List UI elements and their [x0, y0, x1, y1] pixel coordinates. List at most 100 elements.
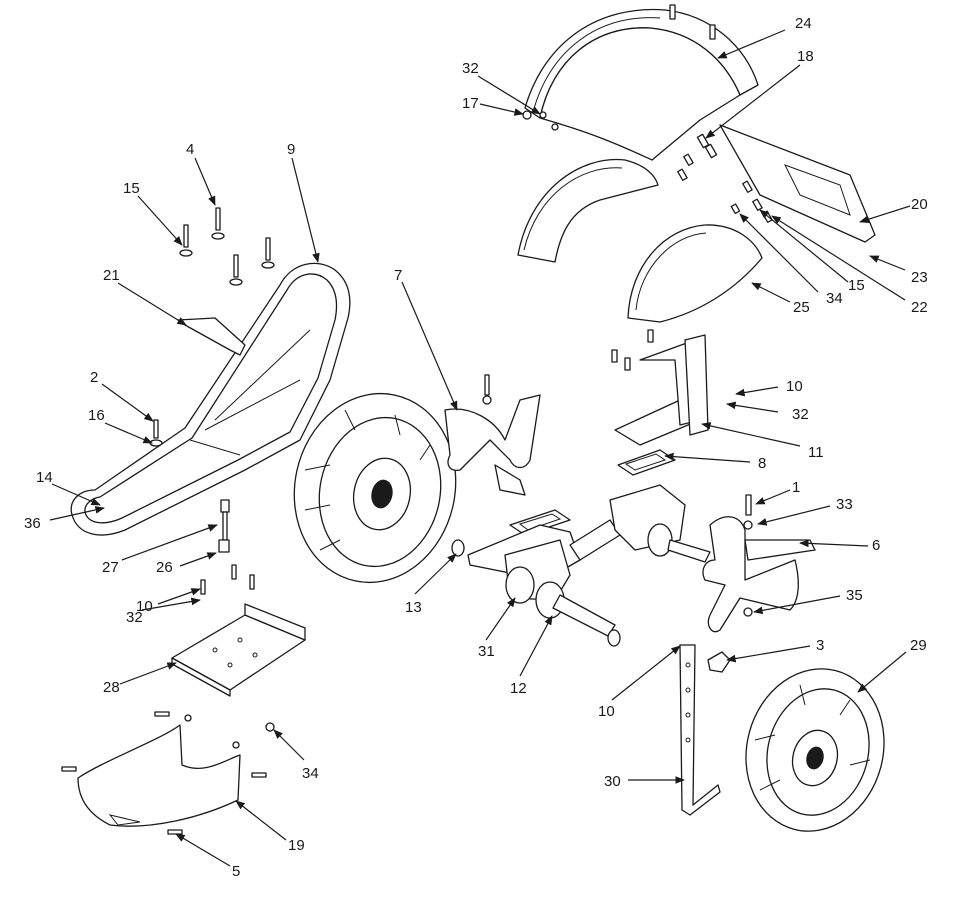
- leader-29: [857, 651, 907, 693]
- callout-10-mid: 10: [786, 378, 803, 395]
- leader-17: [479, 103, 524, 116]
- handle-brace-part: [177, 317, 246, 356]
- flap-plate-part: [719, 124, 876, 243]
- knob-part: [707, 651, 731, 673]
- callout-10-left: 10: [136, 598, 153, 615]
- callout-32-top: 32: [462, 60, 479, 77]
- wheel-left-part: [293, 392, 457, 584]
- leader-31: [485, 597, 516, 641]
- leader-33: [757, 505, 831, 526]
- callout-30: 30: [604, 773, 621, 790]
- leader-32-left: [141, 597, 201, 611]
- callout-13: 13: [405, 599, 422, 616]
- callout-21: 21: [103, 267, 120, 284]
- callout-24: 24: [795, 15, 812, 32]
- callout-18: 18: [797, 48, 814, 65]
- callout-15-left: 15: [123, 180, 140, 197]
- leader-3: [726, 645, 811, 663]
- callout-12: 12: [510, 680, 527, 697]
- handlebar-frame-part: [70, 262, 351, 536]
- wheel-right-part: [745, 668, 885, 832]
- tine-right-part: [702, 494, 816, 633]
- callout-11: 11: [808, 444, 824, 461]
- leader-26: [179, 552, 217, 567]
- drag-bar-part: [679, 644, 721, 816]
- callout-28: 28: [103, 679, 120, 696]
- leader-19: [235, 800, 287, 841]
- leader-13: [414, 553, 457, 595]
- callout-34-top: 34: [826, 290, 843, 307]
- leader-12: [519, 615, 553, 677]
- callout-17: 17: [462, 95, 479, 112]
- side-fender-left-part: [517, 158, 659, 263]
- leader-10-mid: [735, 386, 779, 397]
- side-fender-right-part: [627, 224, 763, 323]
- callout-1: 1: [792, 479, 800, 496]
- leader-36: [49, 506, 105, 521]
- callout-20: 20: [911, 196, 928, 213]
- callout-34-bottom: 34: [302, 765, 319, 782]
- leader-4: [194, 157, 216, 206]
- leader-2: [101, 383, 154, 422]
- mount-bracket-part: [611, 329, 709, 446]
- leader-5: [175, 833, 231, 867]
- leader-21: [117, 282, 187, 326]
- leader-20: [859, 205, 911, 224]
- callout-10-bottom: 10: [598, 703, 615, 720]
- leader-7: [401, 281, 458, 411]
- leader-lines: [49, 29, 911, 867]
- leader-8: [664, 452, 751, 463]
- leader-32-top: [477, 75, 541, 115]
- transmission-part: [451, 484, 711, 647]
- leader-10-left: [157, 588, 201, 605]
- callout-32-mid: 32: [792, 406, 809, 423]
- callout-16: 16: [88, 407, 105, 424]
- leader-14: [51, 483, 101, 506]
- callout-19: 19: [288, 837, 305, 854]
- callout-29: 29: [910, 637, 927, 654]
- leader-16: [104, 422, 153, 444]
- leader-11: [701, 422, 801, 447]
- leader-15-right: [759, 209, 849, 283]
- leader-24: [717, 29, 786, 59]
- callout-6: 6: [872, 537, 880, 554]
- leader-6: [799, 539, 869, 548]
- leader-1: [755, 489, 791, 505]
- tine-left-part: [444, 374, 541, 496]
- rear-fender-part: [524, 8, 759, 161]
- callout-27: 27: [102, 559, 119, 576]
- callout-5: 5: [232, 863, 240, 880]
- callout-3: 3: [816, 637, 824, 654]
- leader-34-top: [739, 213, 819, 293]
- callout-32-left: 32: [126, 609, 143, 626]
- callout-8: 8: [758, 455, 766, 472]
- leader-28: [119, 662, 177, 685]
- leader-22: [771, 215, 906, 301]
- callout-9: 9: [287, 141, 295, 158]
- cable-stud-part: [218, 499, 230, 553]
- callout-33: 33: [836, 496, 853, 513]
- belt-guard-part: [61, 711, 275, 835]
- callout-31: 31: [478, 643, 495, 660]
- leader-35: [753, 595, 841, 615]
- handle-bolts-group: [149, 207, 275, 447]
- callout-23: 23: [911, 269, 928, 286]
- callout-25: 25: [793, 299, 810, 316]
- callout-22: 22: [911, 299, 928, 316]
- leader-23: [869, 255, 906, 271]
- leader-34-bottom: [273, 729, 305, 761]
- callout-14: 14: [36, 469, 53, 486]
- leader-25: [751, 282, 791, 303]
- leader-10-bottom: [611, 645, 681, 701]
- leader-32-mid: [726, 401, 779, 413]
- leader-18: [705, 64, 801, 139]
- callout-26: 26: [156, 559, 173, 576]
- leader-27: [121, 524, 218, 561]
- callout-35: 35: [846, 587, 863, 604]
- mounting-plate-part: [171, 564, 306, 697]
- leader-15-left: [137, 195, 183, 246]
- callout-36: 36: [24, 515, 41, 532]
- callout-2: 2: [90, 369, 98, 386]
- callout-7: 7: [394, 267, 402, 284]
